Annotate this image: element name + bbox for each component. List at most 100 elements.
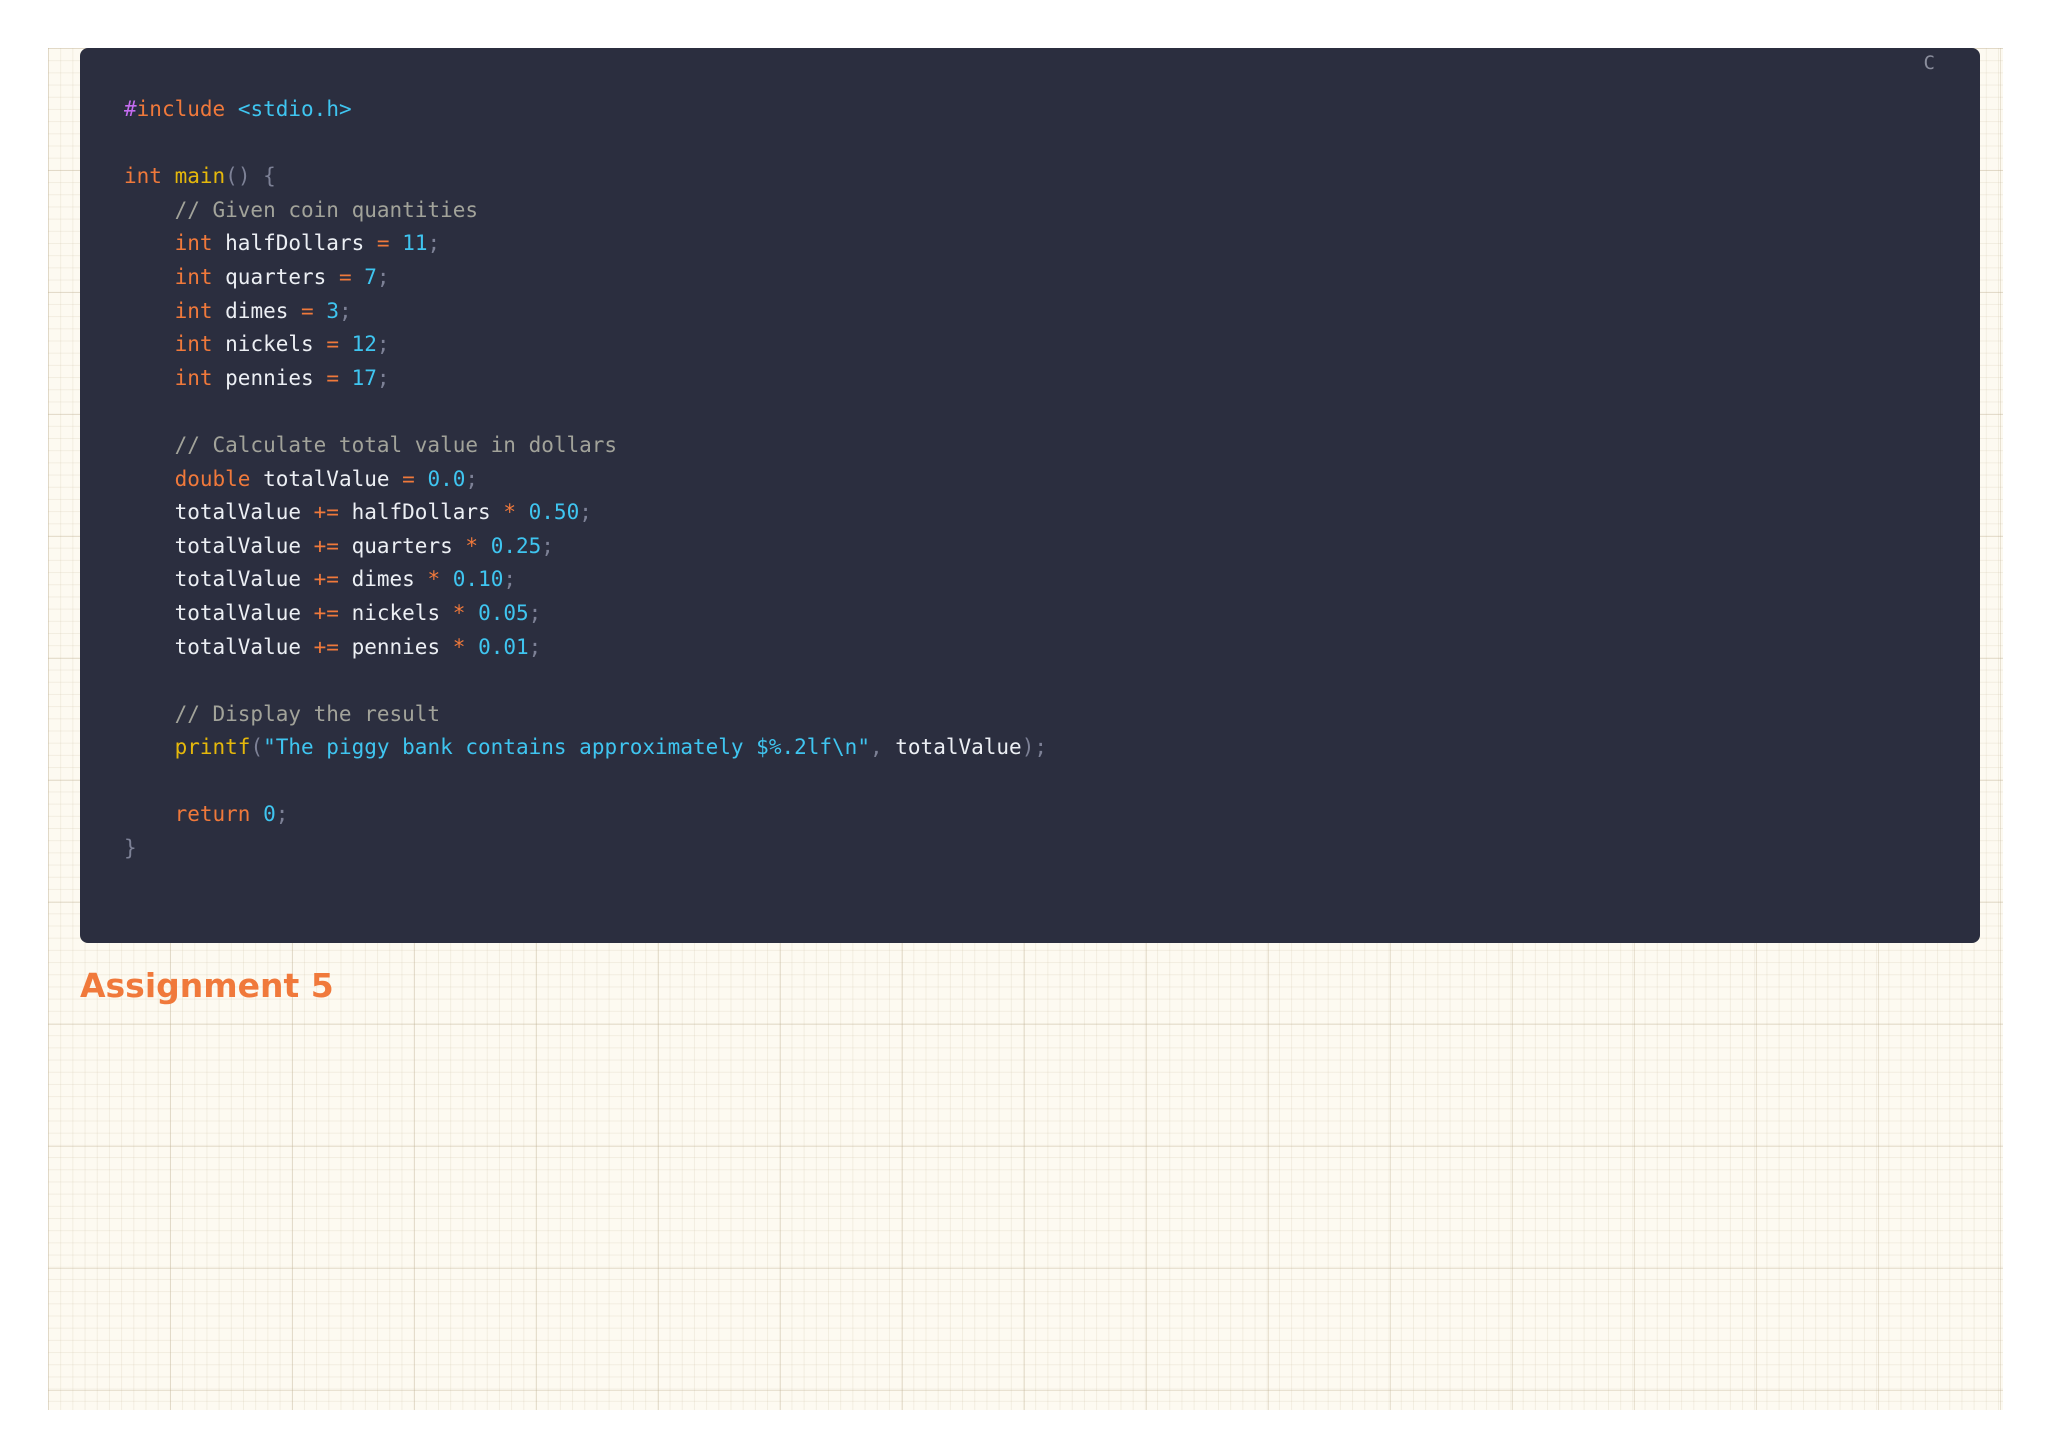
code-token: 11	[402, 231, 428, 256]
code-line: ​	[124, 395, 1936, 429]
code-line: int nickels = 12;	[124, 328, 1936, 362]
code-token: ;	[275, 802, 289, 827]
code-token: ,	[869, 735, 896, 760]
code-line: // Display the result	[124, 698, 1936, 732]
code-token: int	[174, 264, 213, 289]
code-token: () {	[225, 164, 276, 189]
code-line: double totalValue = 0.0;	[124, 463, 1936, 497]
code-token: =	[376, 231, 390, 256]
code-token: dimes	[212, 298, 302, 323]
code-token: // Display the result	[124, 701, 441, 726]
code-token	[124, 265, 175, 289]
code-token: halfDollars	[212, 231, 377, 256]
code-token: include	[136, 97, 226, 121]
code-line: // Given coin quantities	[124, 194, 1936, 228]
code-token: 12	[351, 332, 377, 357]
code-token: nickels	[338, 600, 453, 625]
code-token: "The piggy bank contains approximately $…	[263, 735, 870, 760]
code-token: nickels	[212, 332, 327, 357]
code-token: pennies	[338, 634, 453, 659]
code-token: =	[402, 466, 415, 491]
code-token: +=	[313, 533, 339, 558]
code-token: ;	[427, 231, 441, 256]
code-token: // Calculate total value in dollars	[124, 432, 618, 457]
code-line: totalValue += halfDollars * 0.50;	[124, 496, 1936, 530]
code-block: C #include <stdio.h>​int main() { // Giv…	[80, 48, 1980, 943]
code-line: int main() {	[124, 160, 1936, 194]
code-token: =	[326, 365, 339, 390]
code-token: int	[174, 332, 213, 357]
code-token: *	[427, 567, 441, 592]
code-token	[465, 635, 478, 659]
code-token: *	[465, 533, 479, 558]
code-token: int	[174, 298, 213, 323]
code-token: ;	[528, 634, 542, 659]
code-token: totalValue	[124, 634, 314, 659]
code-token: +=	[313, 634, 339, 659]
code-token: =	[338, 264, 352, 289]
code-token: totalValue	[250, 466, 403, 491]
code-line: int dimes = 3;	[124, 295, 1936, 329]
code-token: quarters	[338, 533, 466, 558]
code-token	[314, 299, 327, 323]
code-line: int halfDollars = 11;	[124, 227, 1936, 261]
code-token: return	[174, 802, 251, 827]
code-token: 3	[326, 298, 339, 323]
code-token: *	[503, 500, 516, 525]
code-token	[465, 601, 478, 625]
code-token	[516, 500, 529, 524]
code-token	[124, 467, 175, 491]
code-line: // Calculate total value in dollars	[124, 429, 1936, 463]
code-token: 0.10	[452, 567, 504, 592]
code-token: 17	[351, 365, 377, 390]
code-token: =	[326, 332, 339, 357]
code-token: int	[174, 231, 213, 256]
code-token: #	[124, 97, 137, 121]
code-line: int pennies = 17;	[124, 362, 1936, 396]
code-token	[415, 467, 428, 491]
code-token: ;	[376, 332, 390, 357]
code-token: dimes	[338, 567, 428, 592]
code-line: totalValue += pennies * 0.01;	[124, 631, 1936, 665]
code-token: ;	[339, 298, 352, 323]
code-token: totalValue	[124, 600, 314, 625]
code-token: ;	[465, 466, 479, 491]
code-line: printf("The piggy bank contains approxim…	[124, 731, 1936, 765]
code-token: 0.25	[490, 533, 542, 558]
code-token	[390, 231, 403, 255]
code-token: (	[250, 735, 264, 760]
code-token: );	[1021, 735, 1047, 760]
code-token: int	[124, 164, 162, 189]
code-line: int quarters = 7;	[124, 261, 1936, 295]
code-token: ;	[528, 600, 542, 625]
code-token	[124, 802, 175, 826]
code-line: }	[124, 832, 1936, 866]
code-line: totalValue += nickels * 0.05;	[124, 597, 1936, 631]
code-line: ​	[124, 127, 1936, 161]
code-token	[162, 164, 175, 188]
code-token: ;	[579, 500, 592, 525]
code-token: ;	[503, 567, 517, 592]
code-token: ;	[541, 533, 554, 558]
code-token	[250, 802, 263, 826]
code-token: +=	[313, 600, 339, 625]
code-token	[339, 366, 352, 390]
code-token: }	[124, 836, 137, 861]
code-line: totalValue += dimes * 0.10;	[124, 563, 1936, 597]
code-content: #include <stdio.h>​int main() { // Given…	[124, 93, 1936, 866]
code-token: totalValue	[895, 735, 1022, 760]
code-token: double	[174, 466, 251, 491]
code-token: totalValue	[124, 567, 314, 592]
code-line: totalValue += quarters * 0.25;	[124, 530, 1936, 564]
code-token: totalValue	[124, 500, 314, 525]
code-token: <stdio.h>	[237, 97, 352, 121]
code-token: 7	[364, 264, 377, 289]
code-token: +=	[313, 567, 339, 592]
code-token: 0.05	[478, 600, 529, 625]
code-token: halfDollars	[338, 500, 504, 525]
code-line: ​	[124, 765, 1936, 799]
code-token: 0.50	[528, 500, 580, 525]
code-token: totalValue	[124, 533, 314, 558]
code-token: *	[452, 634, 466, 659]
code-token: 0.01	[478, 634, 529, 659]
